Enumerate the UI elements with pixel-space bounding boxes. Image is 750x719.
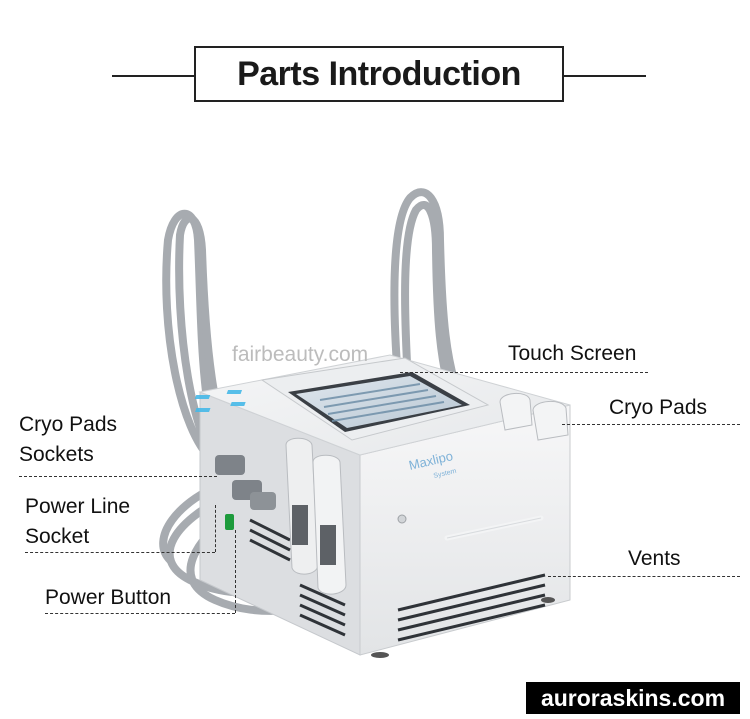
right-cryo-pads (499, 393, 569, 441)
leader-cryo-pads-right (562, 424, 740, 425)
left-cryo-pads (285, 437, 347, 595)
label-power-line-1: Power Line (25, 495, 131, 518)
label-cryo-pads-sockets-1: Cryo Pads (19, 413, 118, 436)
right-hoses (390, 188, 464, 404)
leader-power-button (45, 613, 235, 614)
leader-touch-screen (400, 372, 648, 373)
leader-power-button-vertical (235, 530, 236, 613)
watermark-text: fairbeauty.com (232, 343, 369, 366)
label-touch-screen: Touch Screen (508, 342, 637, 365)
label-cryo-pads-sockets-2: Sockets (19, 443, 94, 466)
socket-connectors (215, 455, 276, 510)
title-rule-right (564, 75, 646, 77)
label-power-line-2: Socket (25, 525, 90, 548)
power-button-switch (225, 514, 234, 530)
leader-vents (548, 576, 740, 577)
leader-power-line (25, 552, 215, 553)
title-rule-left (112, 75, 194, 77)
front-vents (397, 573, 546, 642)
label-vents: Vents (628, 547, 681, 570)
leader-cryo-pads-sockets (19, 476, 217, 477)
page-title: Parts Introduction (194, 46, 564, 102)
screen-content (319, 383, 445, 422)
leader-power-line-vertical (215, 505, 216, 552)
label-power-button: Power Button (45, 586, 172, 609)
side-vents (249, 518, 346, 637)
footer-site-name: auroraskins.com (526, 682, 740, 714)
label-cryo-pads-right: Cryo Pads (609, 396, 708, 419)
